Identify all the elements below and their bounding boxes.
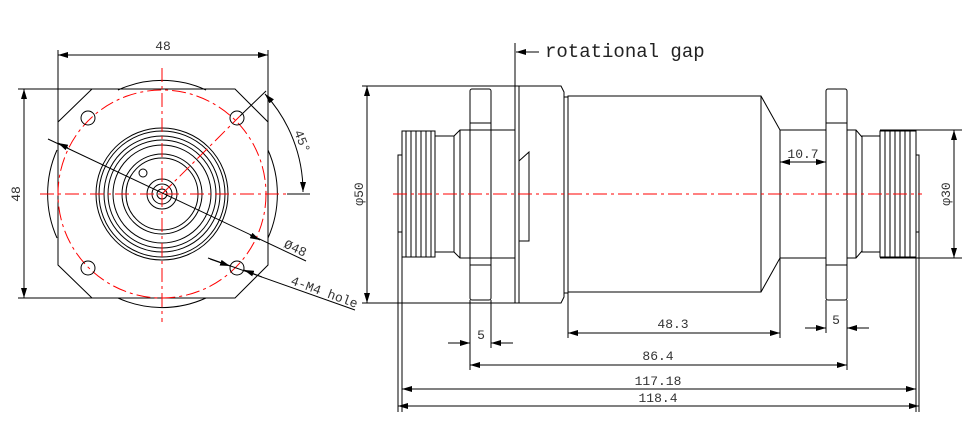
height-dim: 48 (9, 186, 24, 202)
pcd-dim: Ø48 (281, 237, 309, 260)
overall-dim-1: 117.18 (635, 374, 682, 389)
hole (80, 260, 96, 276)
end-dia-dim: φ30 (939, 182, 954, 205)
right-flange-dim: 5 (832, 313, 840, 328)
left-flange-dim: 5 (477, 328, 485, 343)
neck-len-dim: 10.7 (787, 147, 818, 162)
width-dim: 48 (155, 39, 171, 54)
hole (80, 110, 96, 126)
angle-dim-arc (264, 93, 307, 193)
hole (229, 260, 245, 276)
angle-dim: 45° (290, 128, 313, 155)
hole-note: 4-M4 hole (289, 274, 360, 312)
mounting-holes (80, 110, 245, 276)
side-view: rotational gap φ50 φ30 10.7 5 48.3 (352, 41, 962, 412)
hole-leader (207, 257, 356, 311)
flange-span-dim: 86.4 (642, 349, 673, 364)
gap-note: rotational gap (545, 41, 705, 63)
body-len-dim: 48.3 (657, 317, 688, 332)
square-flange (57, 88, 269, 299)
hole (229, 110, 245, 126)
front-view: 48 48 45° Ø48 4-M4 hole (9, 39, 360, 322)
diag-centerline (161, 115, 241, 195)
pcd-leader (47, 138, 307, 262)
overall-dim-2: 118.4 (638, 391, 677, 406)
body-dia-dim: φ50 (352, 182, 367, 205)
gap-bump (518, 150, 530, 242)
